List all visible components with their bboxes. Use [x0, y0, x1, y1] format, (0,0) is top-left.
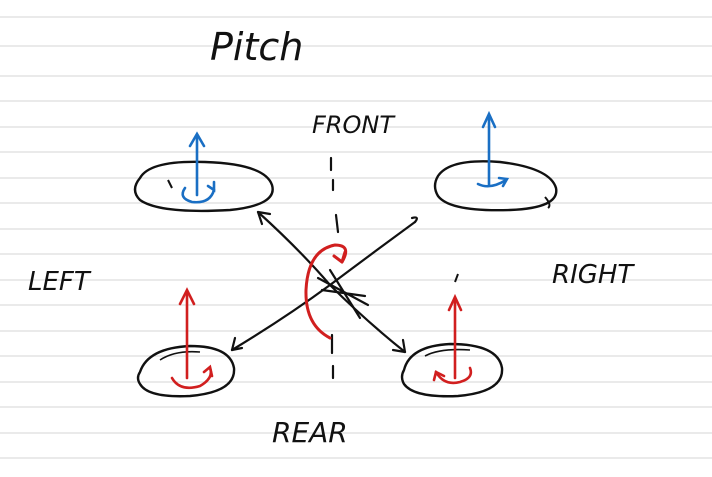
- motor-rear-left: [136, 287, 236, 398]
- motor-front-left: [133, 131, 274, 213]
- frame-arms: [230, 210, 418, 354]
- label-left: LEFT: [28, 267, 92, 297]
- center-rotation-arrow: [304, 243, 348, 340]
- motor-rear-right: [400, 273, 504, 398]
- motor-front-right: [433, 110, 558, 212]
- label-right: RIGHT: [552, 260, 635, 290]
- label-rear: REAR: [272, 416, 348, 449]
- ruled-lines: [0, 16, 712, 459]
- pitch-axis: [329, 156, 340, 380]
- label-front: FRONT: [312, 111, 396, 139]
- diagram-title: Pitch: [210, 25, 303, 69]
